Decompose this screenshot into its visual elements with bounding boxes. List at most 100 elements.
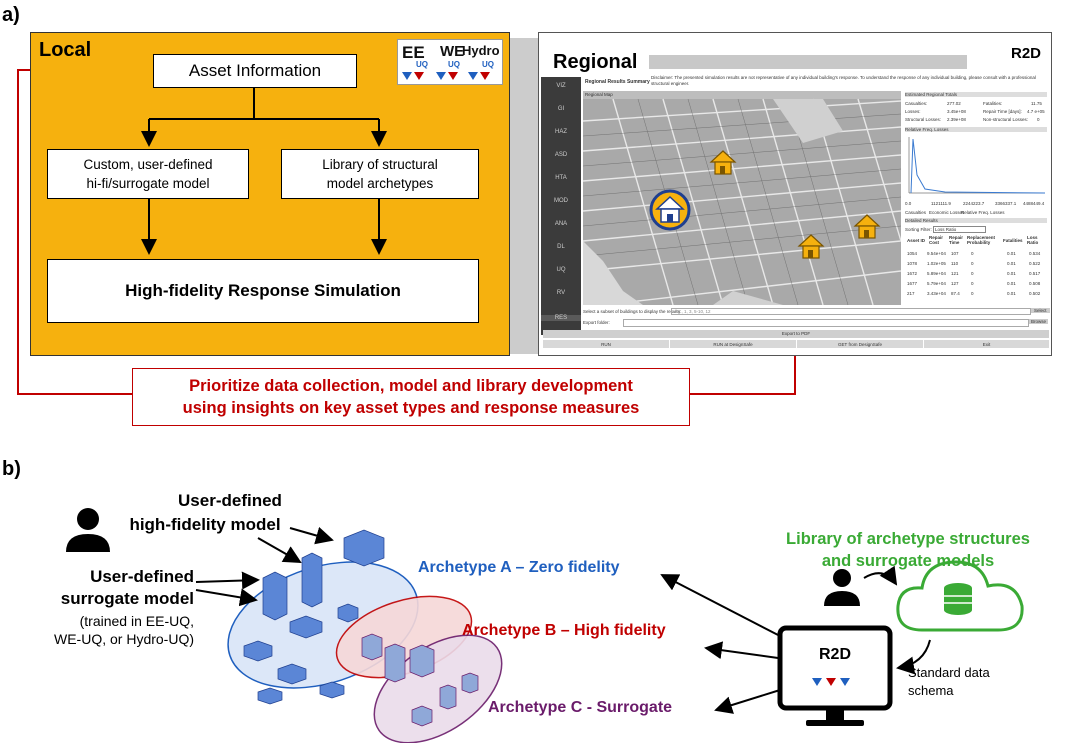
table-cell: 0 — [971, 281, 974, 286]
nav-uq[interactable]: UQ — [556, 267, 566, 273]
hifi-model-label2: high-fidelity model — [110, 514, 300, 536]
regional-map[interactable]: Regional Map — [583, 91, 901, 305]
schema-line1: Standard data — [908, 665, 990, 680]
nav-asd[interactable]: ASD — [554, 152, 568, 158]
summary-r1-c4: 11.75 — [1031, 101, 1042, 106]
feedback-box: Prioritize data collection, model and li… — [132, 368, 690, 426]
nav-hta[interactable]: HTA — [555, 175, 567, 181]
export-pdf-button[interactable]: Export to PDF — [543, 330, 1049, 338]
r2d-app-window: Regional R2D Regional Results Summary Di… — [538, 32, 1052, 356]
tab-economic-losses[interactable]: Economic Losses — [929, 210, 965, 215]
nav-ana[interactable]: ANA — [554, 221, 568, 227]
browse-button[interactable]: Browse — [1029, 319, 1049, 324]
simulation-text: High-fidelity Response Simulation — [125, 281, 401, 300]
nav-rv[interactable]: RV — [556, 290, 566, 296]
table-cell: 107 — [951, 251, 959, 256]
custom-model-line2: hi-fi/surrogate model — [86, 176, 210, 191]
asset-information-text: Asset Information — [188, 61, 322, 80]
library-line2: and surrogate models — [821, 552, 995, 570]
summary-r3-c1: Structural Losses: — [905, 117, 942, 122]
surrogate-line1: User-defined — [90, 567, 194, 586]
sorting-label: Sorting Filter: — [905, 227, 932, 232]
table-cell: 5.79e+04 — [927, 281, 946, 286]
ee-logo-sub: UQ — [416, 60, 428, 69]
local-title: Local — [39, 39, 92, 61]
archetype-a-label: Archetype A – Zero fidelity — [418, 559, 620, 576]
map-label: Regional Map — [585, 92, 613, 97]
results-tab[interactable]: Regional Results Summary — [585, 79, 650, 85]
col-asset-id: Asset ID — [907, 238, 926, 243]
hifi-model-label: User-defined — [150, 490, 310, 512]
results-panel: Estimated Regional Totals Casualties: 27… — [903, 91, 1049, 305]
tab-relative-freq[interactable]: Relative Freq. Losses — [961, 210, 1005, 215]
trained-line1: (trained in EE-UQ, — [79, 613, 194, 629]
summary-r3-c2: 2.39e+08 — [947, 117, 966, 122]
nav-viz[interactable]: VIZ — [556, 83, 566, 89]
select-button[interactable]: Select — [1031, 308, 1050, 313]
archetype-b-label: Archetype B – High fidelity — [462, 622, 666, 639]
subset-input[interactable]: e.g., 1, 3, 5-10, 12 — [671, 308, 1031, 315]
house-marker-icon[interactable] — [797, 233, 825, 261]
surrogate-model-label: User-defined surrogate model — [44, 566, 194, 610]
table-cell: 9.54e+04 — [927, 251, 946, 256]
chart-tick: 2244223.7 — [963, 201, 985, 206]
table-cell: 0.01 — [1007, 271, 1016, 276]
loss-histogram — [908, 137, 1046, 194]
summary-r2-c2: 3.45e+08 — [947, 109, 966, 114]
archetype-library-line1: Library of structural — [322, 157, 438, 172]
library-line1: Library of archetype structures — [786, 530, 1030, 548]
title-bar — [649, 55, 967, 69]
chart-tick: 4488449.4 — [1023, 201, 1045, 206]
run-designsafe-button[interactable]: RUN at DesignSafe — [670, 340, 797, 348]
nav-dl[interactable]: DL — [557, 244, 565, 250]
summary-r1-c1: Casualties: — [905, 101, 928, 106]
tab-casualties[interactable]: Casualties — [905, 210, 927, 215]
table-cell: 0 — [971, 261, 974, 266]
table-cell: 0.01 — [1007, 281, 1016, 286]
col-fatalities: Fatalities — [1003, 238, 1023, 243]
run-button[interactable]: RUN — [543, 340, 670, 348]
table-cell: 5.89e+04 — [927, 271, 946, 276]
we-logo-text: WE — [440, 43, 465, 60]
nav-gi[interactable]: GI — [557, 106, 565, 112]
get-designsafe-button[interactable]: GET from DesignSafe — [797, 340, 924, 348]
simulation-box: High-fidelity Response Simulation — [47, 259, 479, 323]
table-cell: 0.502 — [1029, 291, 1041, 296]
table-cell: 0.517 — [1029, 271, 1041, 276]
exit-button[interactable]: Exit — [924, 340, 1050, 348]
nav-mod[interactable]: MOD — [554, 198, 568, 204]
local-panel: Local EE WE Hydro UQ UQ UQ Asset Informa… — [30, 32, 510, 356]
table-cell: 0 — [971, 271, 974, 276]
house-marker-icon[interactable] — [853, 213, 881, 241]
schema-label: Standard data schema — [908, 664, 998, 700]
uq-logos: EE WE Hydro UQ UQ UQ — [397, 39, 503, 85]
chart-label: Relative Freq. Losses — [905, 127, 1047, 132]
chart-tick: 1121111.9 — [931, 201, 951, 206]
custom-model-line1: Custom, user-defined — [83, 157, 213, 172]
house-marker-icon[interactable] — [649, 189, 691, 231]
table-cell: 87.4 — [951, 291, 960, 296]
table-cell: 1054 — [907, 251, 918, 256]
table-cell: 0.01 — [1007, 291, 1016, 296]
summary-r1-c3: Fatalities: — [983, 101, 1003, 106]
detailed-label: Detailed Results — [905, 218, 1047, 223]
table-cell: 217 — [907, 291, 915, 296]
we-logo-sub: UQ — [448, 60, 460, 69]
summary-r3-c3: Non-structural Losses: — [983, 117, 1029, 122]
summary-r2-c3: Repair Time [days]: — [983, 109, 1022, 114]
house-marker-icon[interactable] — [709, 149, 737, 177]
chart-tick: 0.0 — [905, 201, 912, 206]
nav-res[interactable]: RES — [541, 315, 581, 321]
monitor-r2d-label: R2D — [818, 646, 851, 663]
local-flow-arrows — [141, 87, 387, 255]
archetype-library-line2: model archetypes — [326, 176, 434, 191]
subset-label: Select a subset of buildings to display … — [583, 309, 682, 314]
table-cell: 1677 — [907, 281, 918, 286]
r2d-logo: R2D — [1010, 45, 1041, 62]
nav-haz[interactable]: HAZ — [555, 129, 567, 135]
summary-header: Estimated Regional Totals — [905, 92, 1047, 97]
table-cell: 1.02e+05 — [927, 261, 946, 266]
table-cell: 1672 — [907, 271, 918, 276]
sorting-select[interactable]: Loss Ratio — [933, 226, 986, 233]
export-folder-input[interactable] — [623, 319, 1029, 327]
